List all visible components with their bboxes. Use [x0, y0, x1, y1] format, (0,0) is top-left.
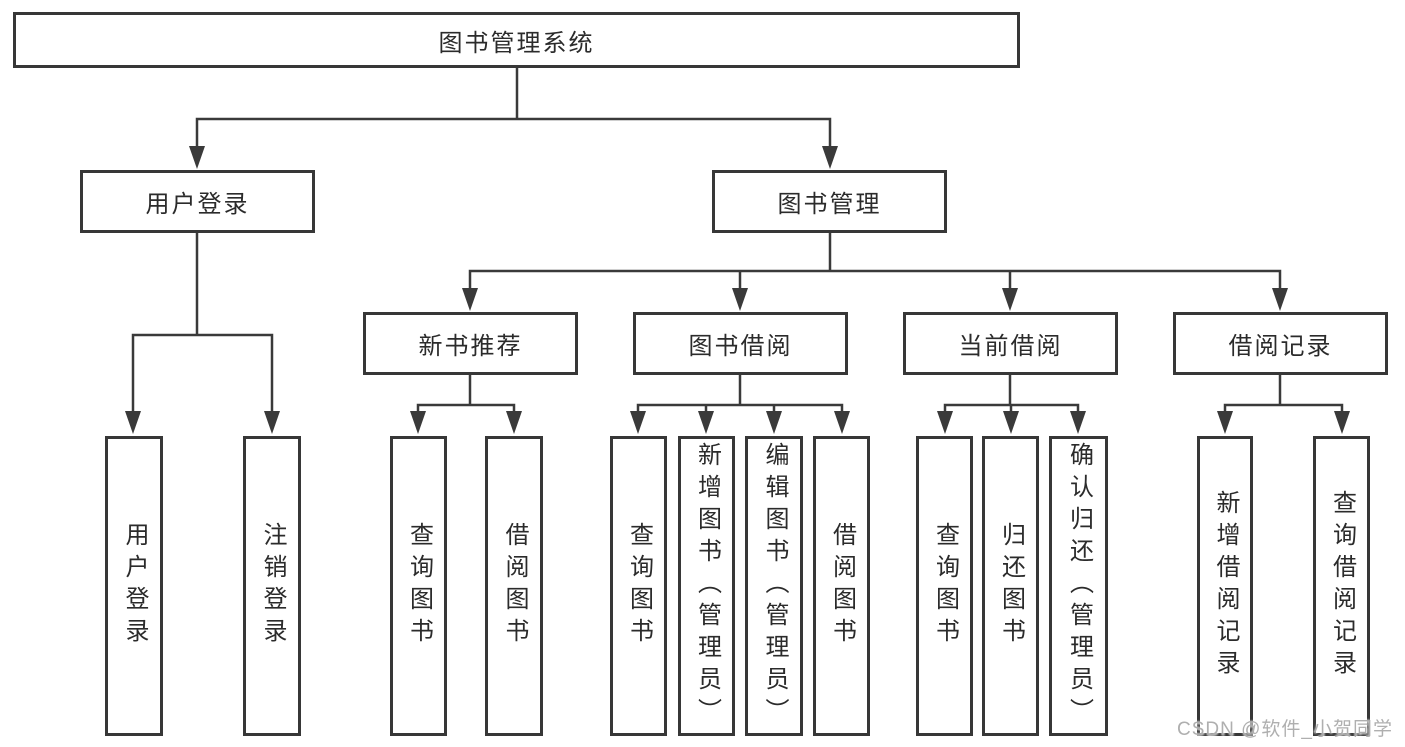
leaf-query-books-borrow: 查询图书: [610, 436, 667, 736]
node-new-book-recommend: 新书推荐: [363, 312, 578, 375]
connector-borrow-records-to-leaves: [1223, 375, 1344, 414]
leaf-query-books-current: 查询图书: [916, 436, 973, 736]
arrowheads: [125, 146, 1350, 434]
arrowhead: [630, 411, 646, 434]
arrowhead: [189, 146, 205, 169]
leaf-add-borrow-record: 新增借阅记录: [1197, 436, 1253, 736]
leaf-edit-books-admin: 编辑图书（管理员）: [745, 436, 803, 736]
arrowhead: [462, 288, 478, 311]
leaf-borrow-books: 借阅图书: [813, 436, 870, 736]
node-current-borrow: 当前借阅: [903, 312, 1118, 375]
arrowhead: [1003, 411, 1019, 434]
node-library-management-system: 图书管理系统: [13, 12, 1020, 68]
node-borrow-records: 借阅记录: [1173, 312, 1388, 375]
connector-current-borrow-to-leaves: [943, 375, 1080, 414]
leaf-user-login: 用户登录: [105, 436, 163, 736]
arrowhead: [698, 411, 714, 434]
arrowhead: [732, 288, 748, 311]
arrowhead: [1272, 288, 1288, 311]
node-book-borrow: 图书借阅: [633, 312, 848, 375]
arrowhead: [1070, 411, 1086, 434]
leaf-logout: 注销登录: [243, 436, 301, 736]
connector-book-borrow-to-leaves: [636, 375, 844, 414]
arrowhead: [125, 411, 141, 434]
leaf-query-borrow-record: 查询借阅记录: [1313, 436, 1370, 736]
arrowhead: [1334, 411, 1350, 434]
leaf-add-books-admin: 新增图书（管理员）: [678, 436, 735, 736]
arrowhead: [506, 411, 522, 434]
arrowhead: [264, 411, 280, 434]
connector-root-to-level2: [195, 67, 832, 149]
connector-book-management-to-level3: [468, 233, 1282, 292]
connector-new-book-recommend-to-leaves: [416, 375, 516, 414]
arrowhead: [822, 146, 838, 169]
node-user-login: 用户登录: [80, 170, 315, 233]
arrowhead: [1002, 288, 1018, 311]
arrowhead: [937, 411, 953, 434]
arrowhead: [766, 411, 782, 434]
connector-user-login-to-leaves: [131, 233, 274, 414]
arrowhead: [834, 411, 850, 434]
leaf-borrow-books-recommend: 借阅图书: [485, 436, 543, 736]
leaf-query-books-recommend: 查询图书: [390, 436, 447, 736]
leaf-confirm-return-admin: 确认归还（管理员）: [1049, 436, 1108, 736]
node-book-management: 图书管理: [712, 170, 947, 233]
arrowhead: [410, 411, 426, 434]
leaf-return-books: 归还图书: [982, 436, 1039, 736]
csdn-watermark: CSDN @软件_小贺同学: [1177, 719, 1393, 740]
arrowhead: [1217, 411, 1233, 434]
